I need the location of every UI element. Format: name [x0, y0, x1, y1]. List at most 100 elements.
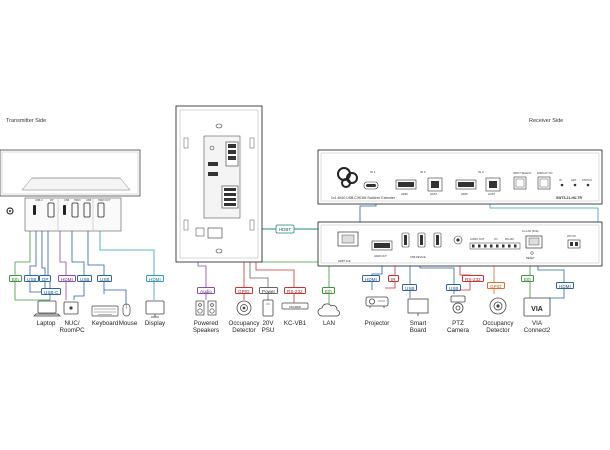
- rx-port-label: HDMI: [401, 192, 408, 196]
- via-hdmi-drop: [548, 289, 565, 299]
- cable-tag: USB: [402, 284, 418, 291]
- smart-board-icon: [407, 298, 429, 316]
- led-label: HDT: [571, 178, 577, 182]
- kramer-logo-icon: [337, 167, 358, 188]
- wallplate-device: [175, 105, 263, 263]
- occupancy-detector-icon: [489, 297, 507, 315]
- cable-tag: USB: [446, 284, 462, 291]
- receiver-rear-device: [317, 221, 603, 267]
- mouse-icon: [122, 303, 131, 317]
- laptop-icon: [33, 300, 61, 317]
- tx-port-label: HDMI OUT: [98, 199, 111, 202]
- input-select-button[interactable]: [513, 176, 527, 190]
- status-led-icon: [586, 183, 590, 187]
- tx-logo-icon: [6, 207, 14, 215]
- cable-tag: USB: [24, 275, 40, 282]
- ptz-camera-label: PTZ Camera: [446, 320, 469, 335]
- mount-hole-icon: [215, 123, 223, 129]
- display-on-label: DISPLAY ON: [537, 171, 552, 175]
- cable-tag: Power: [259, 287, 279, 294]
- nuc-usb-drop: [73, 282, 85, 300]
- receiver-front-device: [317, 149, 603, 205]
- lan-label: LAN: [322, 320, 336, 327]
- tx-dp-line: [41, 198, 46, 275]
- speakers-label: Powered Speakers: [192, 320, 220, 335]
- lan-cloud-icon: [317, 303, 340, 317]
- ptz-rs232-drop: [460, 282, 471, 291]
- rx-rear-label: HDMI OUT: [374, 254, 387, 258]
- receiver-side-label: Receiver Side: [529, 118, 564, 124]
- tx-usb-kbd-line: [87, 198, 105, 275]
- power-connector-icon: [567, 239, 581, 249]
- keyboard-icon: [91, 305, 119, 317]
- transmitter-device: USB-C DP USB HDMI USB HDMI OUT: [0, 149, 141, 232]
- projector-ir-drop: [385, 282, 396, 289]
- rx-model-code: SWT3-21-HU-TR: [556, 196, 583, 200]
- occupancy-detector-icon: [236, 300, 252, 316]
- led-label: IN: [559, 178, 562, 182]
- tx-port-label: USB: [86, 199, 91, 202]
- keyboard-label: Keyboard: [91, 320, 119, 327]
- tx-usb-line: [29, 198, 37, 275]
- kc-vb1-label: KC-VB1: [283, 320, 307, 327]
- tx-eth-laptop-line: [14, 282, 51, 301]
- psu-label: 20V PSU: [261, 320, 275, 335]
- mouse-usb-drop: [104, 289, 127, 304]
- cable-tag: Audio: [197, 287, 215, 294]
- display-icon: [145, 300, 165, 318]
- rj45-port-icon: [207, 227, 223, 239]
- ptz-camera-icon: [450, 295, 466, 314]
- power-supply-icon: [262, 299, 274, 317]
- cable-tag: RS-232: [462, 275, 484, 282]
- rx-rear-label: 20V DC: [567, 234, 576, 238]
- terminal-block-icon: [469, 242, 521, 250]
- terminal-block-icon: [221, 185, 239, 209]
- tx-port-label: USB-C: [35, 199, 43, 202]
- rx-in-label: IN 2: [420, 170, 426, 174]
- nuc-label: NUC/ RoomPC: [59, 320, 85, 335]
- cable-tag: GPIO: [235, 287, 253, 294]
- laptop-label: Laptop: [36, 320, 56, 327]
- rx-rear-label: RS-232: [505, 237, 514, 241]
- kc-vb1-box-label: KRAMER: [289, 305, 301, 309]
- occupancy-detector-label: Occupancy Detector: [228, 320, 260, 335]
- cable-tag: USB-C: [41, 288, 62, 295]
- cable-tag: HDMI: [146, 275, 164, 282]
- cable-tag: USB: [77, 275, 93, 282]
- rx-rear-label: USB DEVICE: [410, 255, 426, 259]
- display-label: Display: [144, 320, 166, 327]
- rx-port-label: HOST: [430, 192, 438, 196]
- rx-rear-label: HDBT PoE: [338, 259, 351, 263]
- cable-tag: RS-232: [284, 287, 306, 294]
- tx-port-label: USB: [64, 199, 69, 202]
- hdbt-tag: HDBT: [275, 224, 295, 234]
- cable-tag: HDMI: [362, 275, 380, 282]
- projector-label: Projector: [364, 320, 390, 327]
- rx-rear-label: AUDIO OUT: [470, 237, 485, 241]
- kc-vb1-icon: [281, 302, 309, 310]
- cable-tag: GPIO: [487, 282, 505, 289]
- rx-port-label: HOST: [488, 192, 496, 196]
- via-logo-text: VIA: [531, 306, 543, 313]
- transmitter-side-label: Transmitter Side: [6, 118, 47, 124]
- occupancy-detector-label: Occupancy Detector: [482, 320, 514, 335]
- cable-tag: Eth: [9, 275, 22, 282]
- tx-port-label: DP: [50, 199, 54, 202]
- tx-port-label: HDMI: [74, 199, 81, 202]
- reset-button[interactable]: [530, 251, 534, 255]
- tx-ports: [33, 199, 105, 230]
- smart-board-label: Smart Board: [409, 320, 427, 335]
- cable-tag: Eth: [322, 287, 335, 294]
- rx-rear-label: I/O: [494, 237, 497, 241]
- rx-in-label: IN 3: [478, 170, 484, 174]
- nuc-icon: [63, 301, 79, 315]
- cable-tag: IR: [388, 275, 399, 282]
- cable-tag: USB: [97, 275, 113, 282]
- hdbt-tag-label: HDBT: [279, 227, 292, 232]
- rx-rear-label: 1G LAN (PoE): [522, 229, 539, 233]
- projector-icon: [365, 296, 389, 308]
- speakers-icon: [195, 300, 217, 316]
- mount-hole-icon: [215, 248, 223, 254]
- display-on-button[interactable]: [537, 176, 551, 190]
- via-connect2-icon: [523, 297, 551, 317]
